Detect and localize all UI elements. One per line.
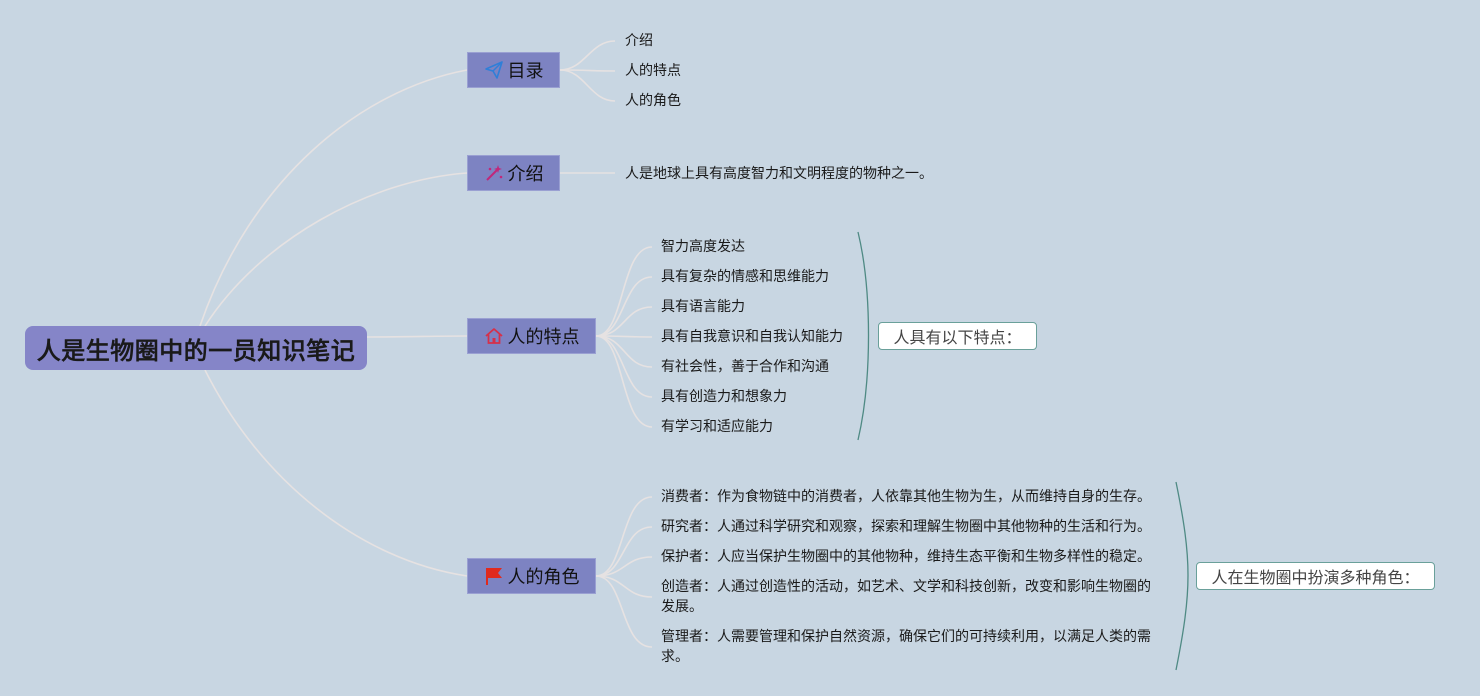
toc-item[interactable]: 人的特点: [625, 63, 681, 79]
branch-intro-label: 介绍: [507, 164, 544, 185]
red-flag-icon: [484, 566, 504, 586]
feature-item[interactable]: 具有创造力和想象力: [661, 389, 787, 405]
feature-item[interactable]: 有社会性，善于合作和沟通: [661, 359, 829, 375]
connector-root-features: [366, 335, 468, 338]
root-topic[interactable]: 人是生物圈中的一员知识笔记: [25, 326, 367, 370]
branch-features-label: 人的特点: [507, 327, 580, 348]
branch-toc-label: 目录: [507, 61, 544, 82]
role-item[interactable]: 创造者：人通过创造性的活动，如艺术、文学和科技创新，改变和影响生物圈的发展。: [661, 579, 1151, 615]
branch-roles[interactable]: 人的角色: [467, 558, 596, 594]
branch-toc[interactable]: 目录: [467, 52, 560, 88]
role-item[interactable]: 保护者：人应当保护生物圈中的其他物种，维持生态平衡和生物多样性的稳定。: [661, 549, 1151, 565]
feature-item[interactable]: 有学习和适应能力: [661, 419, 773, 435]
connector-root-toc: [199, 69, 468, 327]
roles-summary-brace: [1175, 481, 1189, 671]
feature-item[interactable]: 智力高度发达: [661, 239, 745, 255]
house-icon: [484, 326, 504, 346]
paper-plane-icon: [484, 60, 504, 80]
feature-item[interactable]: 具有自我意识和自我认知能力: [661, 329, 843, 345]
connector-root-intro: [204, 172, 468, 327]
intro-item[interactable]: 人是地球上具有高度智力和文明程度的物种之一。: [625, 166, 933, 182]
roles-summary[interactable]: 人在生物圈中扮演多种角色：: [1196, 562, 1435, 590]
role-item[interactable]: 消费者：作为食物链中的消费者，人依靠其他生物为生，从而维持自身的生存。: [661, 489, 1151, 505]
magic-wand-icon: [484, 163, 504, 183]
branch-features[interactable]: 人的特点: [467, 318, 596, 354]
feature-item[interactable]: 具有复杂的情感和思维能力: [661, 269, 829, 285]
toc-item[interactable]: 人的角色: [625, 93, 681, 109]
role-item[interactable]: 研究者：人通过科学研究和观察，探索和理解生物圈中其他物种的生活和行为。: [661, 519, 1151, 535]
branch-intro[interactable]: 介绍: [467, 155, 560, 191]
toc-item[interactable]: 介绍: [625, 33, 653, 49]
connector-root-roles: [204, 369, 468, 577]
role-item[interactable]: 管理者：人需要管理和保护自然资源，确保它们的可持续利用，以满足人类的需求。: [661, 629, 1151, 665]
branch-roles-label: 人的角色: [507, 567, 580, 588]
features-summary[interactable]: 人具有以下特点：: [878, 322, 1037, 350]
feature-item[interactable]: 具有语言能力: [661, 299, 745, 315]
features-summary-brace: [857, 231, 870, 441]
